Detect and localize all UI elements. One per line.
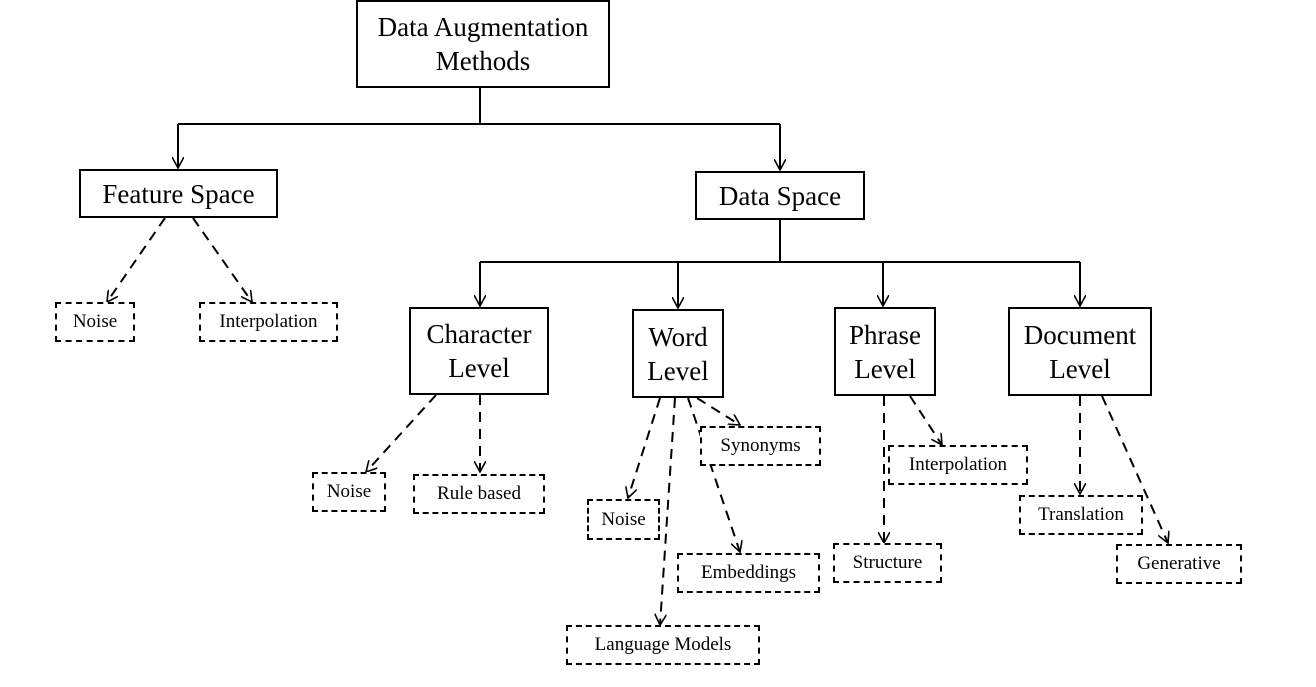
- node-character-level-line2: Level: [448, 353, 510, 383]
- leaf-document-generative-label: Generative: [1137, 553, 1221, 574]
- node-phrase-level-line1: Phrase: [849, 319, 921, 350]
- leaf-word-noise-label: Noise: [601, 508, 646, 530]
- node-document-level-line1: Document: [1023, 319, 1137, 350]
- leaf-feature-noise: Noise: [55, 302, 135, 342]
- edge-phrase-interpolation: [909, 395, 942, 445]
- leaf-phrase-interpolation: Interpolation: [888, 445, 1028, 485]
- leaf-document-generative: Generative: [1116, 544, 1242, 584]
- leaf-word-embeddings-label: Embeddings: [701, 562, 796, 583]
- leaf-phrase-interpolation-label: Interpolation: [908, 454, 1008, 475]
- leaf-word-language-models: Language Models: [566, 625, 760, 665]
- leaf-word-synonyms: Synonyms: [700, 426, 821, 466]
- edge-feature-interpolation: [192, 217, 252, 302]
- leaf-character-rule-based: Rule based: [413, 474, 545, 514]
- node-feature-space: Feature Space: [79, 169, 278, 218]
- leaf-phrase-structure: Structure: [833, 543, 942, 583]
- edge-word-synonyms: [696, 397, 740, 425]
- leaf-phrase-structure-label: Structure: [852, 552, 923, 573]
- leaf-character-noise: Noise: [312, 472, 386, 512]
- node-root-line2: Methods: [435, 46, 531, 76]
- edge-document-generative: [1101, 395, 1168, 543]
- leaf-word-synonyms-label: Synonyms: [720, 435, 801, 456]
- leaf-feature-interpolation: Interpolation: [199, 302, 338, 342]
- leaf-document-translation: Translation: [1019, 495, 1143, 535]
- leaf-word-language-models-label: Language Models: [594, 634, 732, 655]
- node-data-space: Data Space: [695, 171, 865, 220]
- edge-word-language-models: [660, 397, 676, 625]
- leaf-feature-interpolation-label: Interpolation: [219, 311, 318, 332]
- edge-feature-noise: [107, 217, 166, 302]
- node-word-level-line1: Word: [648, 321, 708, 352]
- leaf-character-rule-based-label: Rule based: [437, 483, 521, 504]
- node-data-space-label: Data Space: [718, 180, 842, 211]
- node-feature-space-label: Feature Space: [102, 178, 255, 209]
- edge-word-noise: [628, 397, 661, 498]
- node-word-level: Word Level: [632, 309, 724, 398]
- leaf-word-embeddings: Embeddings: [677, 553, 820, 593]
- node-word-level-line2: Level: [647, 355, 709, 386]
- node-character-level: Character Level: [409, 307, 549, 395]
- node-document-level-line2: Level: [1049, 353, 1111, 384]
- node-phrase-level: Phrase Level: [834, 307, 936, 396]
- node-document-level: Document Level: [1008, 307, 1152, 396]
- node-character-level-line1: Character: [426, 319, 532, 349]
- leaf-character-noise-label: Noise: [326, 481, 372, 502]
- node-root-line1: Data Augmentation: [377, 12, 589, 42]
- leaf-word-noise: Noise: [587, 499, 660, 540]
- leaf-feature-noise-label: Noise: [72, 311, 118, 332]
- node-root: Data Augmentation Methods: [356, 0, 610, 88]
- leaf-document-translation-label: Translation: [1038, 504, 1124, 525]
- node-phrase-level-line2: Level: [854, 353, 916, 384]
- edge-character-noise: [366, 394, 437, 472]
